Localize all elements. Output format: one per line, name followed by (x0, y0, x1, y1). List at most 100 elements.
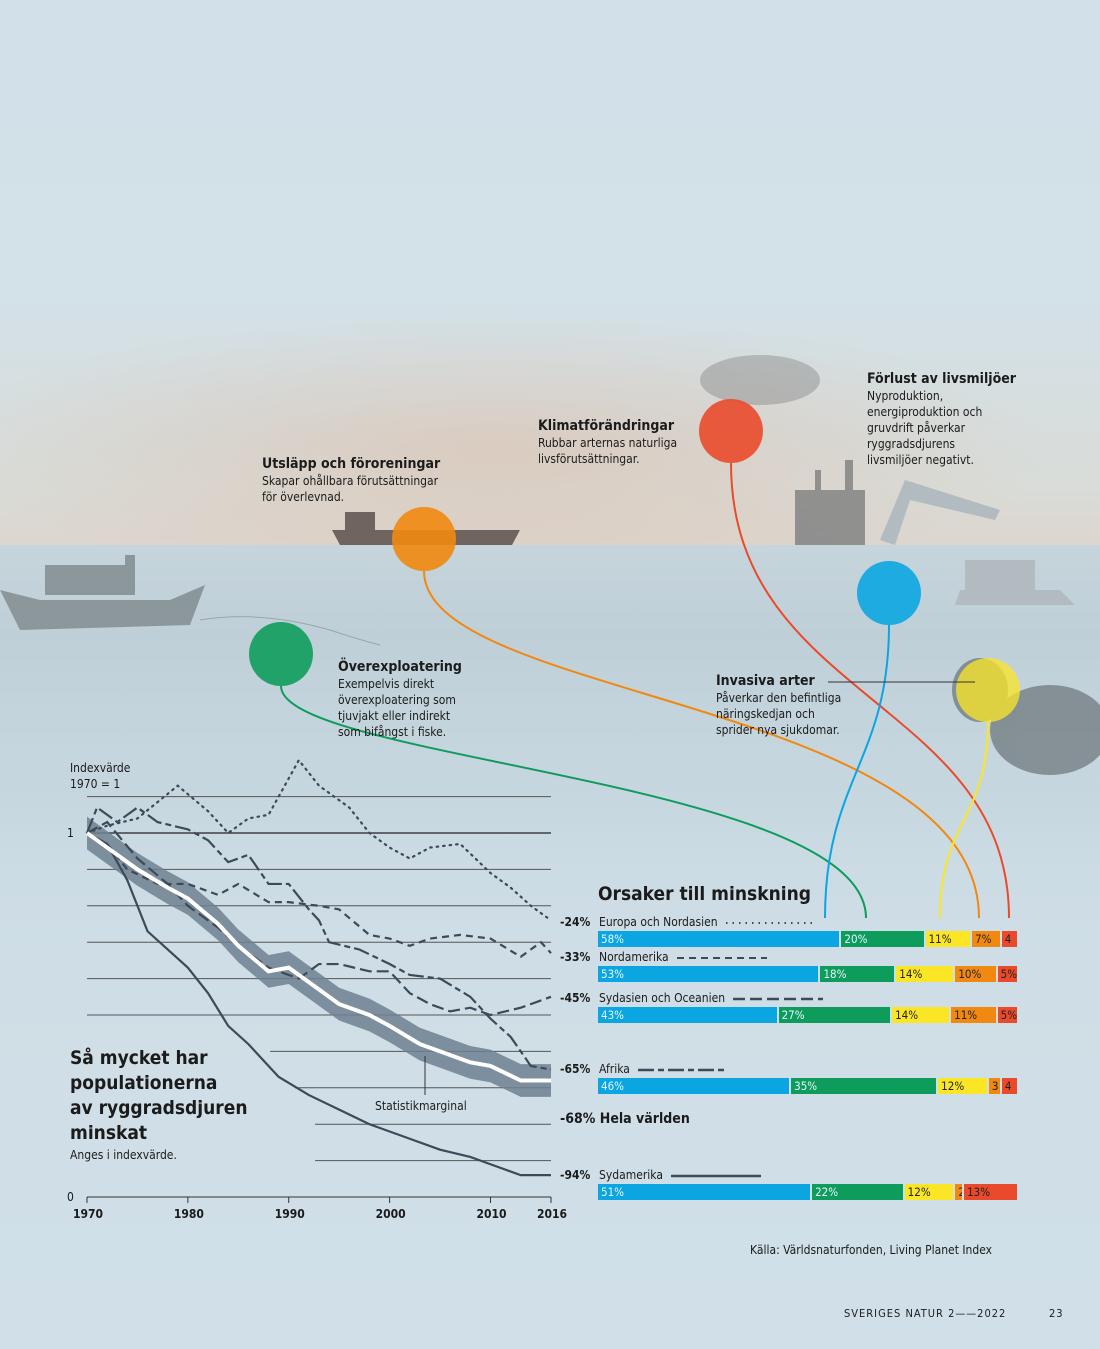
world-change-name: Hela världen (599, 1111, 690, 1127)
series-line-afrika (85, 805, 552, 1071)
cause-circle-utslapp (392, 507, 456, 571)
x-tick-label: 2016 (537, 1207, 568, 1221)
factory-illustration (700, 355, 865, 545)
annotation-text: Skapar ohållbara förutsättningar för öve… (262, 474, 439, 504)
bar-segment-livsmiljoer: 51% (598, 1184, 811, 1200)
region-name: Nordamerika (599, 950, 669, 964)
stacked-bar: 53%18%14%10%5% (598, 966, 1017, 982)
annotation-livsmiljoer: Förlust av livsmiljöer Nyproduktion, ene… (867, 370, 1016, 468)
bar-segment-invasiva: 12% (938, 1078, 987, 1094)
bar-segment-overexploatering: 35% (791, 1078, 937, 1094)
series-line-sydasien-och-oceanien (86, 820, 552, 1017)
x-tick-label: 1990 (274, 1207, 305, 1221)
connector-utslapp (423, 570, 980, 919)
bar-segment-overexploatering: 18% (820, 966, 895, 982)
annotation-text: Rubbar arternas naturliga livsförutsättn… (538, 436, 678, 466)
net-illustration (199, 616, 381, 646)
region-line-legend (726, 922, 816, 924)
connector-klimat (730, 462, 1010, 919)
annotation-title: Överexploatering (338, 659, 462, 675)
region-change: -45% (560, 991, 591, 1005)
annotation-text: Påverkar den befintliga näringskedjan oc… (716, 691, 842, 737)
annotation-invasiva: Invasiva arter Påverkar den befintliga n… (716, 672, 841, 738)
ship-illustration (0, 555, 205, 630)
region-name: Sydasien och Oceanien (599, 991, 726, 1005)
region-line-legend (671, 1174, 761, 1178)
bar-segment-livsmiljoer: 46% (598, 1078, 790, 1094)
series-line-sydamerika (86, 832, 551, 1177)
region-change: -65% (560, 1062, 591, 1076)
region-row: -33% Nordamerika 53%18%14%10%5% (560, 950, 1020, 990)
chart-lines (85, 758, 553, 1177)
region-line-legend (733, 997, 823, 1001)
cause-circle-invasiva (956, 658, 1020, 722)
band-label: Statistikmarginal (375, 1099, 467, 1113)
x-tick-label: 2010 (476, 1207, 507, 1221)
y-axis-label: Indexvärde 1970 = 1 (70, 761, 131, 791)
region-change: -33% (560, 950, 591, 964)
region-change: -24% (560, 915, 591, 929)
bar-segment-invasiva: 14% (896, 966, 954, 982)
annotation-text: Exempelvis direkt överexploatering som t… (338, 677, 456, 739)
annotation-text: Nyproduktion, energiproduktion och gruvd… (867, 389, 983, 467)
region-name: Europa och Nordasien (599, 915, 718, 929)
world-change-value: -68% (560, 1111, 596, 1127)
bar-segment-klimat: 5% (997, 966, 1017, 982)
chart-title: Så mycket har populationerna av ryggrads… (70, 1047, 248, 1144)
x-tick-label: 1970 (73, 1207, 104, 1221)
cause-connectors (280, 462, 1010, 919)
bar-segment-klimat: 4 (1001, 1078, 1017, 1094)
annotation-title: Klimatförändringar (538, 418, 675, 434)
connector-overexploatering (280, 685, 867, 919)
bar-segment-overexploatering: 22% (812, 1184, 903, 1200)
confidence-band (87, 816, 551, 1097)
bar-segment-invasiva: 11% (925, 931, 971, 947)
region-change: -94% (560, 1168, 591, 1182)
bar-segment-livsmiljoer: 43% (598, 1007, 777, 1023)
region-row: -24% Europa och Nordasien 58%20%11%7%4 (560, 915, 1020, 955)
connector-livsmiljoer (824, 624, 890, 919)
annotation-klimat: Klimatförändringar Rubbar arternas natur… (538, 417, 677, 467)
bar-segment-overexploatering: 27% (778, 1007, 891, 1023)
region-line-legend (677, 957, 767, 959)
cause-circle-livsmiljoer (857, 561, 921, 625)
y-tick-0: 0 (67, 1190, 74, 1204)
source-note: Källa: Världsnaturfonden, Living Planet … (750, 1243, 993, 1257)
y-tick-1: 1 (67, 826, 74, 840)
bar-segment-livsmiljoer: 53% (598, 966, 819, 982)
bar-segment-overexploatering: 20% (841, 931, 924, 947)
excavator-illustration (880, 480, 1075, 605)
x-tick-label: 2000 (375, 1207, 406, 1221)
annotation-utslapp: Utsläpp och föroreningar Skapar ohållbar… (262, 455, 440, 505)
series-line-hela-världen (85, 831, 551, 1083)
bar-segment-klimat: 4 (1001, 931, 1017, 947)
bar-segment-utslapp: 2 (955, 1184, 963, 1200)
cause-circle-overexploatering (249, 622, 313, 686)
bar-segment-invasiva: 14% (892, 1007, 950, 1023)
bar-segment-invasiva: 12% (904, 1184, 954, 1200)
series-line-europa-och-nordasien (85, 758, 553, 922)
region-name: Afrika (599, 1062, 630, 1076)
region-line-legend (638, 1068, 728, 1072)
bar-segment-livsmiljoer: 58% (598, 931, 840, 947)
world-change: -68% Hela världen (560, 1111, 690, 1127)
confidence-band-area (87, 816, 551, 1097)
series-line-nordamerika (86, 832, 552, 959)
region-row: -45% Sydasien och Oceanien 43%27%14%11%5… (560, 991, 1020, 1031)
annotation-overexploatering: Överexploatering Exempelvis direkt övere… (338, 658, 462, 740)
annotation-title: Invasiva arter (716, 673, 815, 689)
magazine-name: SVERIGES NATUR 2——2022 (844, 1307, 1007, 1320)
pollution-haze (0, 300, 1100, 550)
bar-segment-utslapp: 7% (972, 931, 1000, 947)
bar-segment-utslapp: 10% (955, 966, 996, 982)
bar-segment-klimat: 5% (997, 1007, 1017, 1023)
x-axis (86, 1196, 552, 1203)
annotation-title: Förlust av livsmiljöer (867, 371, 1016, 387)
stacked-bar: 43%27%14%11%5% (598, 1007, 1017, 1023)
bar-segment-klimat: 13% (964, 1184, 1017, 1200)
chart-subtitle: Anges i indexvärde. (70, 1148, 177, 1162)
